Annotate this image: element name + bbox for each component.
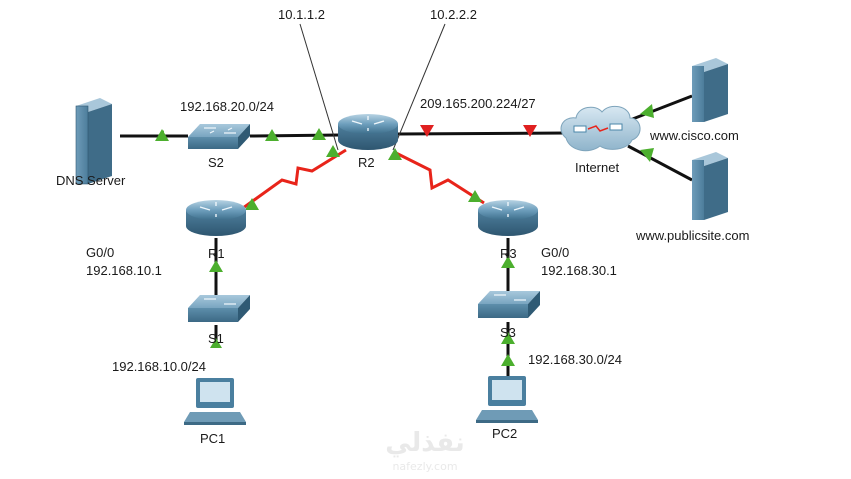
lan-s1-subnet: 192.168.10.0/24 [112, 359, 206, 374]
internet-cloud-icon[interactable] [560, 105, 641, 152]
r1-interface-label: G0/0 [86, 245, 114, 260]
link-up-indicator [501, 332, 515, 344]
lan-s3-subnet: 192.168.30.0/24 [528, 352, 622, 367]
r3-router-icon[interactable] [478, 200, 538, 236]
link-up-indicator [501, 354, 515, 366]
link-status-indicators [155, 104, 654, 366]
link-down-indicator [523, 125, 537, 137]
publicsite-server-label: www.publicsite.com [635, 228, 749, 243]
link-up-indicator [640, 148, 654, 162]
publicsite-server-icon[interactable] [692, 152, 728, 220]
link-up-indicator [265, 129, 279, 141]
r2-label: R2 [358, 155, 375, 170]
r3-interface-ip: 192.168.30.1 [541, 263, 617, 278]
lan-s2-subnet: 192.168.20.0/24 [180, 99, 274, 114]
r2-internet-link [397, 131, 569, 136]
watermark: نفذلي nafezly.com [385, 428, 465, 473]
r1-r2-serial-link [242, 148, 347, 210]
r2-r3-serial-link [393, 150, 485, 205]
link-down-indicator [420, 125, 434, 137]
callout-line-10-1-1-2 [299, 23, 339, 151]
link-up-indicator [155, 129, 169, 141]
dns-server-icon[interactable] [75, 98, 112, 185]
watermark-latin: nafezly.com [392, 460, 457, 473]
r2-router-icon[interactable] [338, 114, 398, 150]
internet-label: Internet [575, 160, 619, 175]
cisco-server-icon[interactable] [692, 58, 728, 122]
s2-r2-link [249, 133, 341, 138]
link-up-indicator [209, 260, 223, 272]
s3-switch-icon[interactable] [478, 291, 540, 318]
r3-interface-label: G0/0 [541, 245, 569, 260]
callout-line-10-2-2-2 [392, 23, 446, 151]
r1-label: R1 [208, 246, 225, 261]
link-up-indicator [312, 128, 326, 140]
r2-serial-right-ip: 10.2.2.2 [430, 7, 477, 22]
dns-server-label: DNS Server [56, 173, 126, 188]
link-up-indicator [388, 148, 402, 160]
watermark-arabic: نفذلي [385, 428, 465, 458]
link-up-indicator [501, 256, 515, 268]
internet-publicsite-link [627, 144, 693, 182]
s2-switch-icon[interactable] [188, 124, 250, 149]
r3-label: R3 [500, 246, 517, 261]
link-up-indicator [468, 190, 482, 202]
link-up-indicator [210, 338, 222, 348]
cisco-server-label: www.cisco.com [649, 128, 739, 143]
s1-label: S1 [208, 331, 224, 346]
link-up-indicator [245, 198, 259, 210]
pc1-computer-icon[interactable] [184, 378, 246, 425]
pc1-label: PC1 [200, 431, 225, 446]
link-up-indicator [326, 145, 340, 157]
r2-serial-left-ip: 10.1.1.2 [278, 7, 325, 22]
r1-router-icon[interactable] [186, 200, 246, 236]
s1-switch-icon[interactable] [188, 295, 250, 322]
s2-label: S2 [208, 155, 224, 170]
labels: 10.1.1.2 10.2.2.2 192.168.20.0/24 209.16… [56, 7, 749, 446]
link-up-indicator [640, 104, 654, 118]
pc2-computer-icon[interactable] [476, 376, 538, 423]
s3-label: S3 [500, 325, 516, 340]
internet-cisco-link [629, 94, 693, 122]
pc2-label: PC2 [492, 426, 517, 441]
isp-link-subnet: 209.165.200.224/27 [420, 96, 536, 111]
r1-interface-ip: 192.168.10.1 [86, 263, 162, 278]
